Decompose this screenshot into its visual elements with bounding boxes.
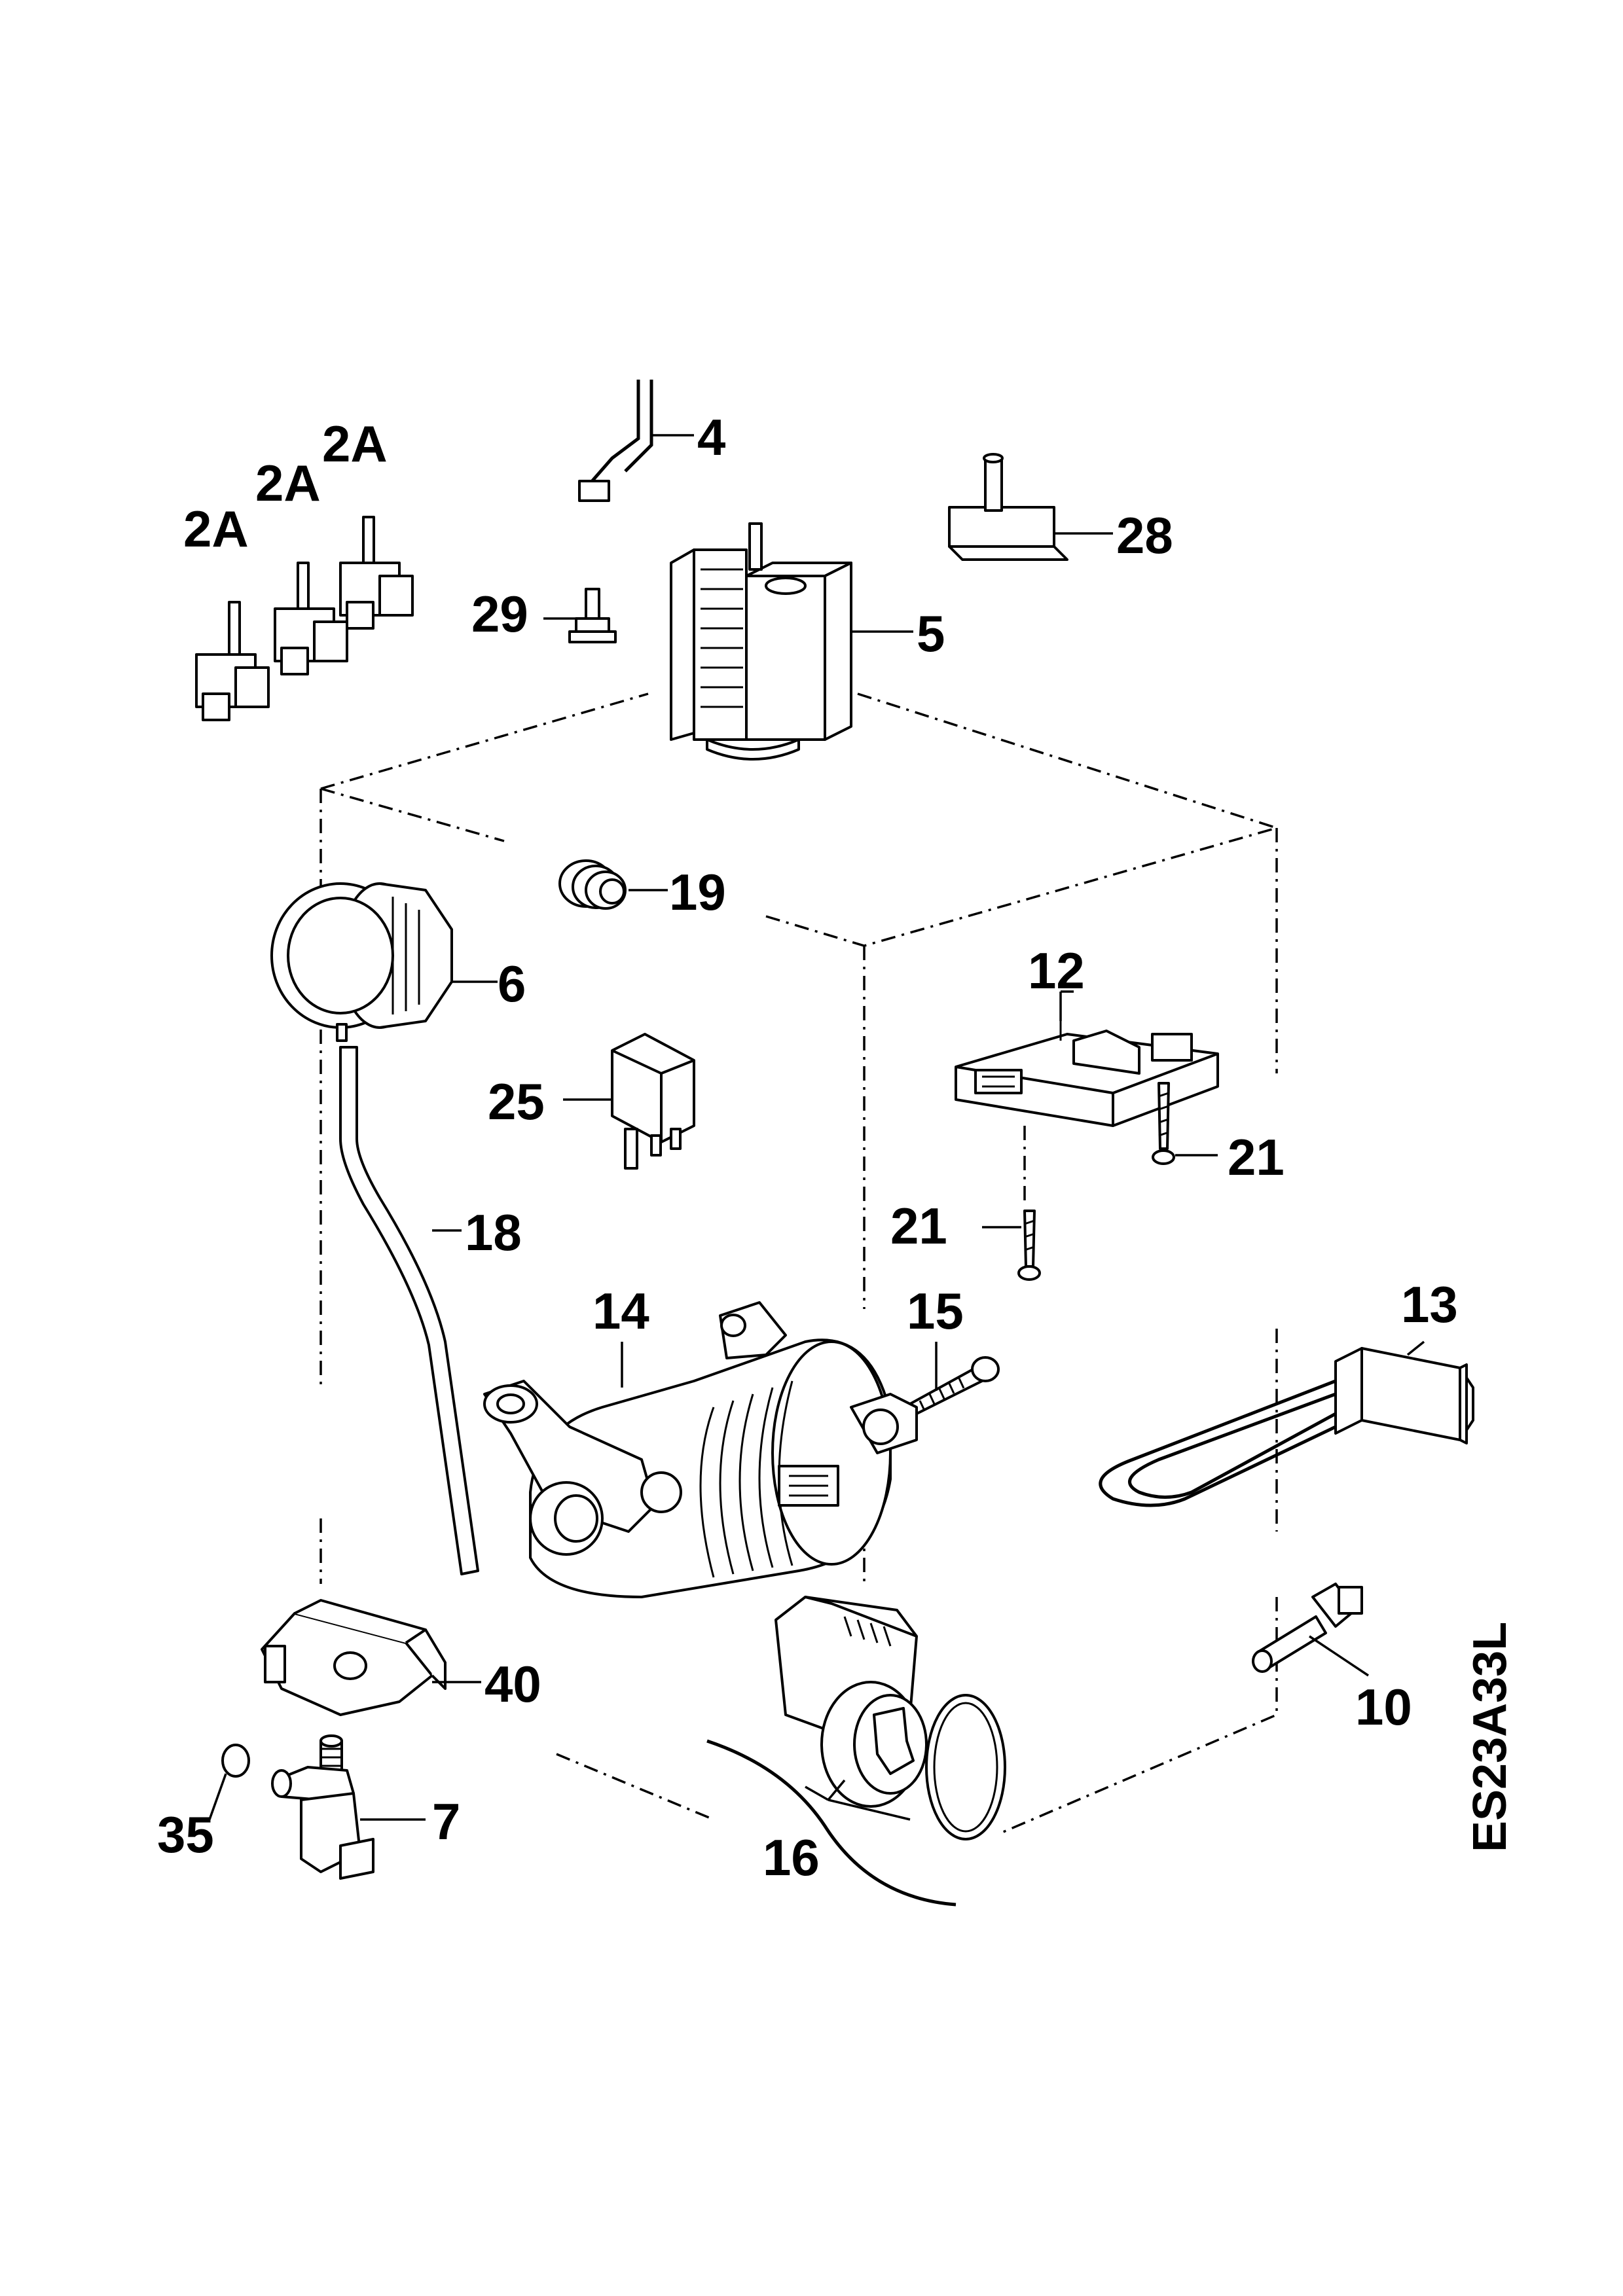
component-28 <box>948 453 1113 561</box>
label-28: 28 <box>1116 507 1173 564</box>
bracket-40 <box>261 1599 481 1716</box>
drain-pump-16 <box>706 1596 1006 1907</box>
label-19: 19 <box>669 863 726 921</box>
bolt-15 <box>909 1342 1000 1415</box>
wire-harness-4 <box>578 380 694 502</box>
door-interlock-12 <box>955 990 1219 1127</box>
motor-14 <box>483 1301 918 1598</box>
label-29: 29 <box>471 585 528 643</box>
label-10: 10 <box>1355 1678 1412 1736</box>
grommet-19 <box>558 859 668 910</box>
label-2a-right: 2A <box>322 415 388 473</box>
heating-element-13 <box>1099 1340 1474 1507</box>
label-13: 13 <box>1401 1276 1458 1333</box>
label-2a-left: 2A <box>183 500 249 558</box>
pressure-switch-6 <box>270 882 498 1042</box>
label-35: 35 <box>157 1806 214 1863</box>
screw-21-lower <box>982 1126 1041 1281</box>
inlet-valve-7 <box>271 1734 426 1880</box>
washer-35 <box>208 1744 250 1820</box>
label-21-upper: 21 <box>1228 1128 1285 1186</box>
label-16: 16 <box>763 1829 820 1886</box>
hose-18 <box>339 1046 479 1575</box>
label-25: 25 <box>488 1073 545 1130</box>
switch-2a-right <box>339 516 414 630</box>
label-6: 6 <box>498 955 526 1013</box>
label-40: 40 <box>484 1655 541 1713</box>
label-12: 12 <box>1028 942 1085 999</box>
label-18: 18 <box>465 1204 522 1261</box>
label-14: 14 <box>593 1282 649 1340</box>
label-5: 5 <box>917 605 945 662</box>
label-7: 7 <box>432 1793 460 1850</box>
label-21-lower: 21 <box>890 1197 947 1255</box>
ntc-sensor-10 <box>1252 1583 1369 1677</box>
label-2a-middle: 2A <box>255 454 321 512</box>
switch-2a-middle <box>274 562 348 675</box>
diagram-code: ES23A33L <box>1464 1622 1516 1852</box>
relay-25 <box>563 1033 695 1170</box>
screw-21-upper <box>1152 1082 1218 1165</box>
knob-29 <box>543 588 617 643</box>
label-15: 15 <box>907 1282 964 1340</box>
label-4: 4 <box>697 408 725 466</box>
programmer-5 <box>670 522 913 761</box>
switch-2a-left <box>195 601 270 721</box>
